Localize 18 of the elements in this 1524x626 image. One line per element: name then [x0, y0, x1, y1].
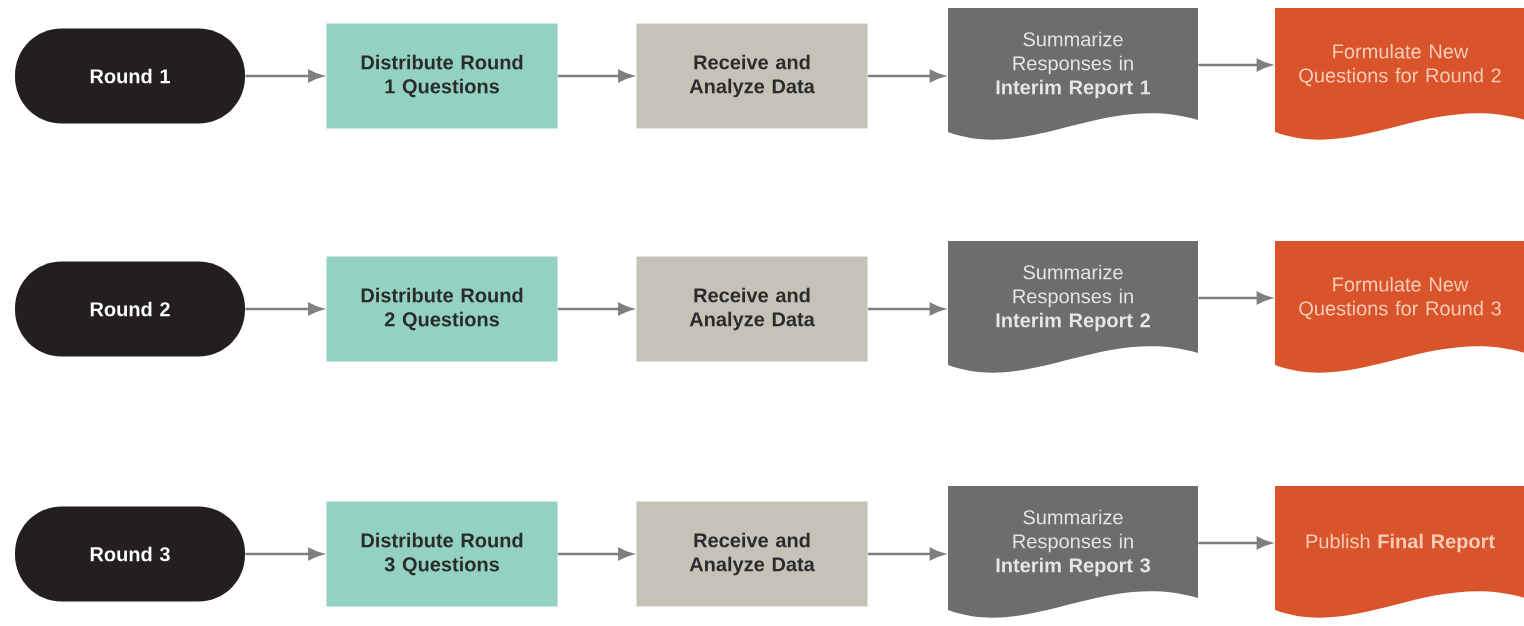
- process-box: Receive and Analyze Data: [636, 501, 868, 607]
- arrow: [1198, 58, 1272, 72]
- process-box: Receive and Analyze Data: [636, 23, 868, 129]
- arrow: [1198, 536, 1272, 550]
- arrow: [1198, 291, 1272, 305]
- arrow: [867, 302, 945, 316]
- arrow: [557, 547, 633, 561]
- arrow: [245, 69, 323, 83]
- process-box: Receive and Analyze Data: [636, 256, 868, 362]
- arrow: [245, 302, 323, 316]
- process-box: Distribute Round 3 Questions: [326, 501, 558, 607]
- process-box: Distribute Round 1 Questions: [326, 23, 558, 129]
- arrow: [557, 302, 633, 316]
- process-box: Distribute Round 2 Questions: [326, 256, 558, 362]
- arrow: [557, 69, 633, 83]
- arrow: [867, 69, 945, 83]
- arrow: [867, 547, 945, 561]
- arrow: [245, 547, 323, 561]
